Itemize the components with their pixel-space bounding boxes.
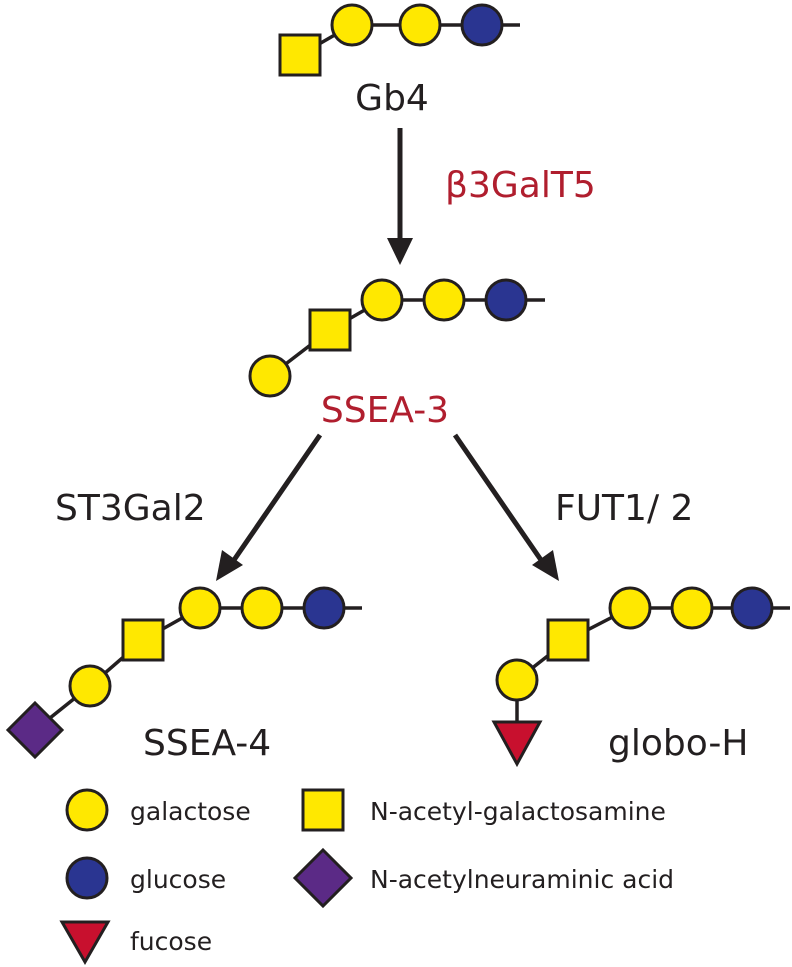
galnac-icon: [546, 618, 590, 662]
gb4-label: Gb4: [355, 78, 429, 119]
galactose-icon: [330, 3, 374, 47]
glucose-icon: [730, 586, 774, 630]
gb4-structure: [278, 3, 520, 77]
galactose-icon: [608, 586, 652, 630]
ssea4-structure: [5, 586, 362, 760]
glucose-icon: [460, 3, 504, 47]
ssea3-structure: [248, 278, 545, 398]
arrow-ssea3-to-globoh: [452, 433, 559, 581]
legend-glucose-label: glucose: [130, 865, 226, 894]
galactose-icon: [398, 3, 442, 47]
globoh-label: globo-H: [608, 723, 748, 764]
globoh-structure: [491, 586, 790, 768]
galactose-icon: [670, 586, 714, 630]
fucose-icon: [491, 720, 543, 768]
neu5ac-icon: [292, 847, 354, 909]
enzyme-fut-label: FUT1/ 2: [555, 488, 693, 529]
legend-galnac-label: N-acetyl-galactosamine: [370, 797, 666, 826]
arrow-ssea3-to-ssea4: [216, 433, 323, 581]
enzyme-st3gal2-label: ST3Gal2: [55, 488, 206, 529]
galactose-icon: [178, 586, 222, 630]
galnac-icon: [301, 788, 345, 832]
galnac-icon: [308, 308, 352, 352]
galactose-icon: [248, 354, 292, 398]
glucose-icon: [302, 586, 346, 630]
legend-neu5ac-label: N-acetylneuraminic acid: [370, 865, 674, 894]
galnac-icon: [121, 618, 165, 662]
glucose-icon: [65, 856, 109, 900]
arrow-gb4-to-ssea3: [387, 128, 413, 265]
enzyme-b3galt5-label: β3GalT5: [445, 165, 596, 206]
ssea3-label: SSEA-3: [321, 390, 449, 431]
galactose-icon: [65, 788, 109, 832]
galactose-icon: [422, 278, 466, 322]
glucose-icon: [484, 278, 528, 322]
neu5ac-icon: [5, 700, 65, 760]
legend-fucose-label: fucose: [130, 927, 212, 956]
galnac-icon: [278, 33, 322, 77]
legend-galactose-label: galactose: [130, 797, 251, 826]
galactose-icon: [240, 586, 284, 630]
legend: galactose glucose fucose N-acetyl-galact…: [59, 788, 674, 966]
ssea4-label: SSEA-4: [143, 723, 271, 764]
fucose-icon: [59, 920, 111, 966]
galactose-icon: [495, 658, 539, 702]
galactose-icon: [360, 278, 404, 322]
galactose-icon: [68, 664, 112, 708]
